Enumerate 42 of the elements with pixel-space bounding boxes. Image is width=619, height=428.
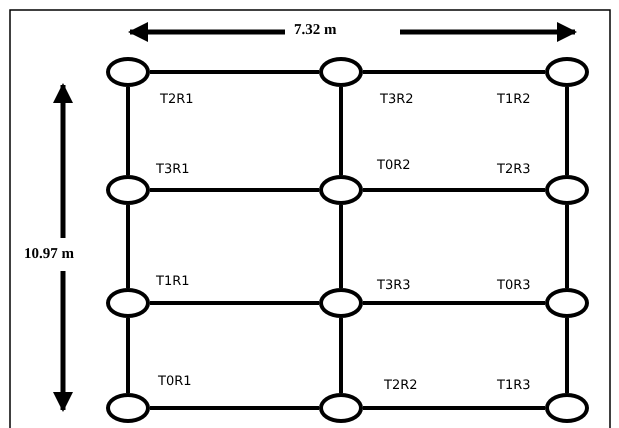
ellipse-node bbox=[319, 175, 363, 205]
ellipse-node bbox=[545, 288, 589, 318]
node-label: T2R1 bbox=[160, 92, 194, 107]
ellipse-node bbox=[545, 393, 589, 423]
connector-line bbox=[126, 205, 130, 288]
connector-line bbox=[363, 188, 545, 192]
connector-line bbox=[339, 87, 343, 175]
connector-line bbox=[565, 318, 569, 393]
node-label: T3R1 bbox=[156, 162, 190, 177]
dimension-label: 10.97 m bbox=[22, 238, 76, 271]
node-label: T2R2 bbox=[384, 378, 418, 393]
node-label: T0R2 bbox=[377, 158, 411, 173]
ellipse-node bbox=[545, 175, 589, 205]
node-label: T0R3 bbox=[497, 278, 531, 293]
ellipse-node bbox=[106, 57, 150, 87]
connector-line bbox=[339, 318, 343, 393]
node-label: T2R3 bbox=[497, 162, 531, 177]
node-label: T3R2 bbox=[380, 92, 414, 107]
connector-line bbox=[363, 406, 545, 410]
connector-line bbox=[126, 87, 130, 175]
ellipse-node bbox=[319, 57, 363, 87]
connector-line bbox=[565, 87, 569, 175]
connector-line bbox=[339, 205, 343, 288]
ellipse-node bbox=[319, 288, 363, 318]
connector-line bbox=[150, 188, 319, 192]
node-label: T1R2 bbox=[497, 92, 531, 107]
connector-line bbox=[565, 205, 569, 288]
connector-line bbox=[150, 70, 319, 74]
connector-line bbox=[126, 318, 130, 393]
ellipse-node bbox=[106, 393, 150, 423]
ellipse-node bbox=[106, 175, 150, 205]
connector-line bbox=[363, 70, 545, 74]
ellipse-node bbox=[106, 288, 150, 318]
node-label: T1R1 bbox=[156, 274, 190, 289]
connector-line bbox=[150, 406, 319, 410]
ellipse-node bbox=[545, 57, 589, 87]
connector-line bbox=[363, 301, 545, 305]
node-label: T1R3 bbox=[497, 378, 531, 393]
ellipse-node bbox=[319, 393, 363, 423]
connector-line bbox=[150, 301, 319, 305]
node-label: T3R3 bbox=[377, 278, 411, 293]
node-label: T0R1 bbox=[158, 374, 192, 389]
